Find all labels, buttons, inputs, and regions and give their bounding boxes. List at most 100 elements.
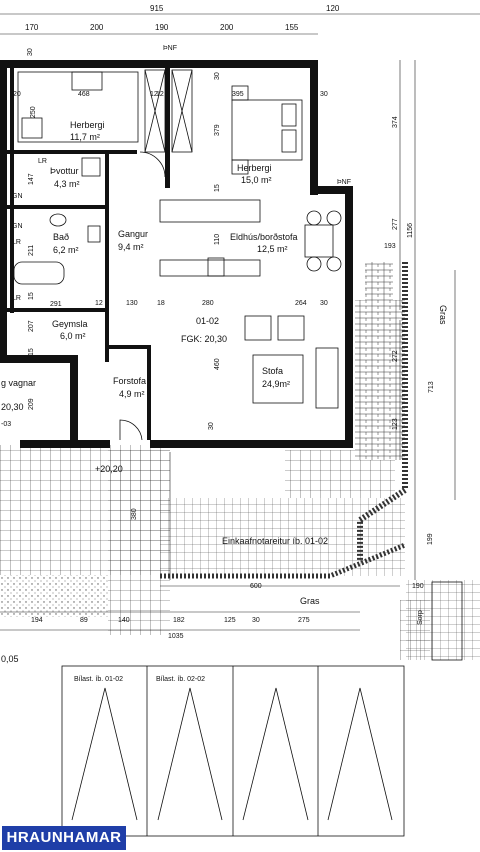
toilet-bath xyxy=(87,225,101,243)
elevation-label-b: 0,05 xyxy=(1,654,19,664)
dim-label: 140 xyxy=(118,617,130,624)
room-area: 9,4 m² xyxy=(118,242,144,252)
stove xyxy=(207,257,225,277)
dim-label: 12 xyxy=(156,91,164,98)
dim-label: 123 xyxy=(392,418,399,430)
dim-label: 275 xyxy=(298,617,310,624)
wall-bottom xyxy=(150,440,353,448)
dim-label: 30 xyxy=(208,422,215,430)
dim-label: 1035 xyxy=(168,633,184,640)
wall-entry-top xyxy=(109,345,149,349)
patio-label: Einkaafnotareitur íb. 01-02 xyxy=(222,536,328,546)
wall-right-mid xyxy=(345,186,353,448)
hedge-bottom xyxy=(160,542,406,579)
room-name: Forstofa xyxy=(113,376,146,386)
dim-label: 125 xyxy=(224,617,236,624)
bathtub xyxy=(13,261,65,285)
dim-label: 130 xyxy=(126,300,138,307)
room-area: 11,7 m² xyxy=(70,132,100,142)
dim-label: 190 xyxy=(155,23,169,32)
dim-label: 250 xyxy=(30,106,37,118)
wall-herbergi-divider xyxy=(165,68,170,188)
dim-label: 12 xyxy=(150,91,158,98)
marker-label: ÞNF xyxy=(163,45,177,52)
grass-label: Gras xyxy=(300,596,320,606)
bin-storage xyxy=(431,581,463,661)
bed-herbergi-2 xyxy=(231,85,303,175)
room-name: Gangur xyxy=(118,229,148,239)
bin-storage-label: Sorp xyxy=(417,610,424,625)
dim-label: 209 xyxy=(28,398,35,410)
parking-stalls xyxy=(61,665,405,837)
terrace-grid xyxy=(160,498,405,576)
room-name: Herbergi xyxy=(70,120,105,130)
room-name: Geymsla xyxy=(52,319,88,329)
bed-herbergi-1 xyxy=(17,71,139,143)
dim-label: 194 xyxy=(31,617,43,624)
dim-label: 30 xyxy=(252,617,260,624)
dim-label: 15 xyxy=(28,292,35,300)
room-name: Eldhús/borðstofa xyxy=(230,232,298,242)
wardrobe-herbergi-1 xyxy=(144,69,166,153)
wall-bath-bottom xyxy=(7,308,109,312)
dim-label: 193 xyxy=(384,243,396,250)
dim-label: 147 xyxy=(28,173,35,185)
grass-label: Gras xyxy=(438,305,448,325)
elevation-label: +20,20 xyxy=(95,464,123,474)
kitchen-counter-bottom xyxy=(159,259,261,277)
dim-label: 18 xyxy=(157,300,165,307)
dim-label: 15 xyxy=(214,184,221,192)
wall-neighbor-top xyxy=(0,355,78,363)
dim-label: 713 xyxy=(428,381,435,393)
fixture-label: GN xyxy=(12,223,23,230)
wall-bath-top xyxy=(7,205,109,209)
dim-label: 30 xyxy=(27,48,34,56)
path-grid xyxy=(400,600,430,660)
washer xyxy=(81,157,101,177)
dim-label: 264 xyxy=(295,300,307,307)
dim-label: 211 xyxy=(28,245,35,256)
dim-label: 30 xyxy=(214,72,221,80)
fixture-label: LR xyxy=(12,239,21,246)
neighbor-fgk: 20,30 xyxy=(1,402,24,412)
room-area: 4,3 m² xyxy=(54,179,80,189)
dim-label: 380 xyxy=(131,508,138,520)
dim-label: 200 xyxy=(220,23,234,32)
wall-storage-right xyxy=(105,312,109,362)
dim-label: 379 xyxy=(214,124,221,136)
dim-label: 395 xyxy=(232,91,244,98)
dim-label: 460 xyxy=(214,358,221,370)
room-area: 12,5 m² xyxy=(257,244,288,254)
dim-label: 207 xyxy=(28,320,35,332)
dim-label: 30 xyxy=(320,187,328,194)
dim-label: 170 xyxy=(25,23,39,32)
wardrobe-herbergi-2 xyxy=(171,69,193,153)
room-name: Stofa xyxy=(262,366,283,376)
wall-right-top xyxy=(310,60,318,195)
sink-bath xyxy=(49,213,67,227)
dim-label: 600 xyxy=(250,583,262,590)
wall-entry-right xyxy=(147,345,151,440)
dim-label: 12 xyxy=(95,300,103,307)
wall-herbergi1-bottom xyxy=(7,150,137,154)
dim-label: 30 xyxy=(320,300,328,307)
dim-label: 120 xyxy=(326,4,340,13)
dimension-lines xyxy=(0,13,480,631)
dim-label: 280 xyxy=(202,300,214,307)
dim-label: 182 xyxy=(173,617,185,624)
sofa-set xyxy=(244,315,339,409)
brick-step-1 xyxy=(365,262,393,300)
dim-label: 1156 xyxy=(407,223,414,238)
wall-left-lower xyxy=(70,360,78,448)
dim-label: 89 xyxy=(80,617,88,624)
dining-set xyxy=(304,210,342,272)
kitchen-counter-top xyxy=(159,199,261,223)
paving-area-lower xyxy=(108,450,170,635)
room-name: Herbergi xyxy=(237,163,272,173)
dim-label: 272 xyxy=(392,350,399,362)
dim-label: 199 xyxy=(427,533,434,545)
wall-inner-left xyxy=(10,68,14,313)
room-area: 15,0 m² xyxy=(241,175,272,185)
entrance-door xyxy=(119,419,143,441)
